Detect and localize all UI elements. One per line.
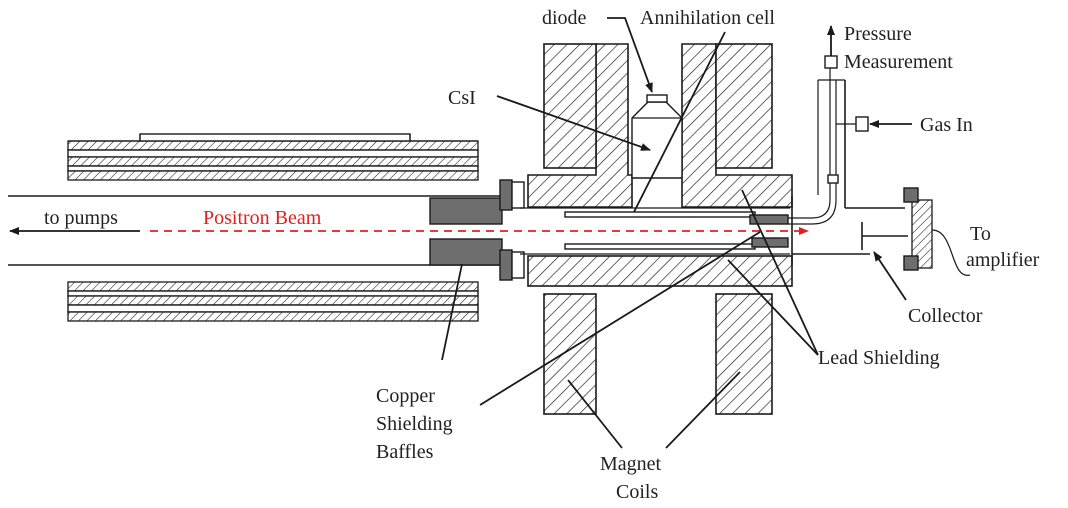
collector-assembly xyxy=(861,187,971,276)
magnet-coils-label-line2: Coils xyxy=(616,481,658,503)
diode-label: diode xyxy=(542,7,587,29)
pressure-label-line1: Pressure xyxy=(844,23,912,45)
copper-label-line1: Copper xyxy=(376,385,435,407)
positron-beam-label: Positron Beam xyxy=(203,207,322,229)
upper-beam-tube-windings xyxy=(67,133,479,181)
gas-lines xyxy=(788,25,869,225)
annihilation-cell-label: Annihilation cell xyxy=(640,7,775,29)
pressure-label-line2: Measurement xyxy=(844,51,953,73)
lead-shielding-lower xyxy=(527,255,793,287)
copper-label-line2: Shielding xyxy=(376,413,453,435)
lead-shielding-label: Lead Shielding xyxy=(818,347,940,369)
magnet-coils-lower xyxy=(543,293,773,415)
to-amplifier-label-line1: To xyxy=(970,223,991,245)
to-pumps-label: to pumps xyxy=(44,207,118,229)
gas-in-label: Gas In xyxy=(920,114,973,136)
magnet-coils-label-line1: Magnet xyxy=(600,453,662,475)
copper-label-line3: Baffles xyxy=(376,441,434,463)
csi-detector xyxy=(631,94,683,179)
lower-beam-tube-windings xyxy=(67,281,479,322)
entrance-flange xyxy=(499,179,525,281)
to-amplifier-label-line2: amplifier xyxy=(966,249,1040,271)
leader-lines xyxy=(441,17,912,449)
collector-label: Collector xyxy=(908,305,983,327)
chamber-wall xyxy=(791,80,905,265)
beam-tube-bore xyxy=(8,195,512,266)
csi-label: CsI xyxy=(448,87,476,109)
magnet-coils-upper xyxy=(543,43,773,169)
annihilation-cell xyxy=(520,207,790,255)
